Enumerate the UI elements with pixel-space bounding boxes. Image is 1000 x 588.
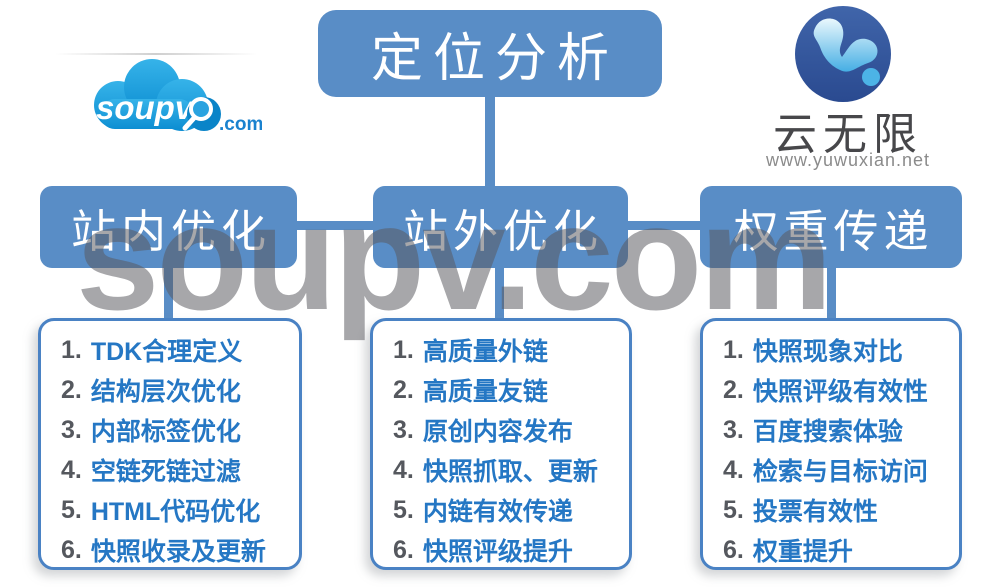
item-number: 2. [61,375,82,404]
item-label: 快照现象对比 [752,338,903,366]
list-item: 4. 检索与目标访问 [723,450,959,490]
root-node-positioning-analysis: 定位分析 [318,10,662,97]
list-item: 2. 结构层次优化 [61,370,299,410]
item-label: 投票有效性 [752,498,878,526]
top-divider-line [55,53,257,55]
connector-branch1-vertical [164,266,173,320]
list-item: 2. 快照评级有效性 [723,370,959,410]
item-number: 5. [61,495,82,524]
item-label: 检索与目标访问 [752,458,928,486]
item-number: 6. [723,535,744,564]
connector-branch3-vertical [827,266,836,320]
panel-offsite-optimization: 1. 高质量外链 2. 高质量友链 3. 原创内容发布 4. 快照抓取、更新 5. 内链有… [370,318,632,570]
list-item: 6. 快照收录及更新 [61,530,299,570]
connector-left-horizontal [294,221,376,230]
item-number: 1. [393,335,414,364]
item-label: 结构层次优化 [90,378,241,406]
item-number: 6. [393,535,414,564]
item-label: TDK合理定义 [90,338,243,366]
yunwuxian-logo-title: 云无限 [773,110,923,159]
item-number: 5. [393,495,414,524]
item-label: 内链有效传递 [422,498,573,526]
item-label: 原创内容发布 [422,418,573,446]
list-item: 5. HTML代码优化 [61,490,299,530]
yunwuxian-logo-icon [795,6,891,102]
item-number: 3. [393,415,414,444]
list-item: 3. 原创内容发布 [393,410,629,450]
branch-node-offsite-optimization: 站外优化 [373,186,628,268]
logo-dot-icon [862,68,880,86]
list-item: 4. 快照抓取、更新 [393,450,629,490]
yunwuxian-logo-url: www.yuwuxian.net [765,150,931,170]
list-item: 1. TDK合理定义 [61,330,299,370]
list-item: 2. 高质量友链 [393,370,629,410]
list-item: 5. 投票有效性 [723,490,959,530]
soupv-logo-text: soupv [96,89,195,126]
connector-root-vertical [485,95,495,188]
item-number: 3. [61,415,82,444]
list-item: 6. 快照评级提升 [393,530,629,570]
magnifier-icon [182,97,221,131]
list-item: 4. 空链死链过滤 [61,450,299,490]
branch-node-weight-transfer: 权重传递 [700,186,962,268]
item-number: 4. [393,455,414,484]
list-item: 1. 快照现象对比 [723,330,959,370]
cloud-shape-icon [94,59,208,131]
branch-node-onsite-optimization: 站内优化 [40,186,297,268]
soupv-cloud-logo-icon: soupv .com [94,59,262,135]
logo-splash-v-icon [813,18,878,72]
item-label: 内部标签优化 [90,418,241,446]
item-number: 5. [723,495,744,524]
item-label: 快照评级有效性 [752,378,928,406]
item-number: 1. [723,335,744,364]
item-label: 百度搜索体验 [752,418,903,446]
soupv-logo-suffix: .com [219,114,262,135]
item-label: 快照评级提升 [422,538,573,566]
item-label: 权重提升 [752,538,853,566]
item-label: 高质量友链 [422,378,548,406]
item-number: 3. [723,415,744,444]
list-item: 3. 百度搜索体验 [723,410,959,450]
item-number: 4. [61,455,82,484]
list-item: 3. 内部标签优化 [61,410,299,450]
item-number: 1. [61,335,82,364]
connector-branch2-vertical [495,266,504,320]
item-label: 快照收录及更新 [90,538,266,566]
item-number: 2. [723,375,744,404]
item-number: 6. [61,535,82,564]
panel-weight-transfer: 1. 快照现象对比 2. 快照评级有效性 3. 百度搜索体验 4. 检索与目标访问 5.… [700,318,962,570]
item-number: 2. [393,375,414,404]
list-item: 6. 权重提升 [723,530,959,570]
item-label: HTML代码优化 [90,498,261,526]
item-label: 高质量外链 [422,338,548,366]
item-label: 快照抓取、更新 [422,458,598,486]
item-label: 空链死链过滤 [90,458,241,486]
list-item: 5. 内链有效传递 [393,490,629,530]
connector-right-horizontal [625,221,703,230]
list-item: 1. 高质量外链 [393,330,629,370]
panel-onsite-optimization: 1. TDK合理定义 2. 结构层次优化 3. 内部标签优化 4. 空链死链过滤 5. H… [38,318,302,570]
item-number: 4. [723,455,744,484]
